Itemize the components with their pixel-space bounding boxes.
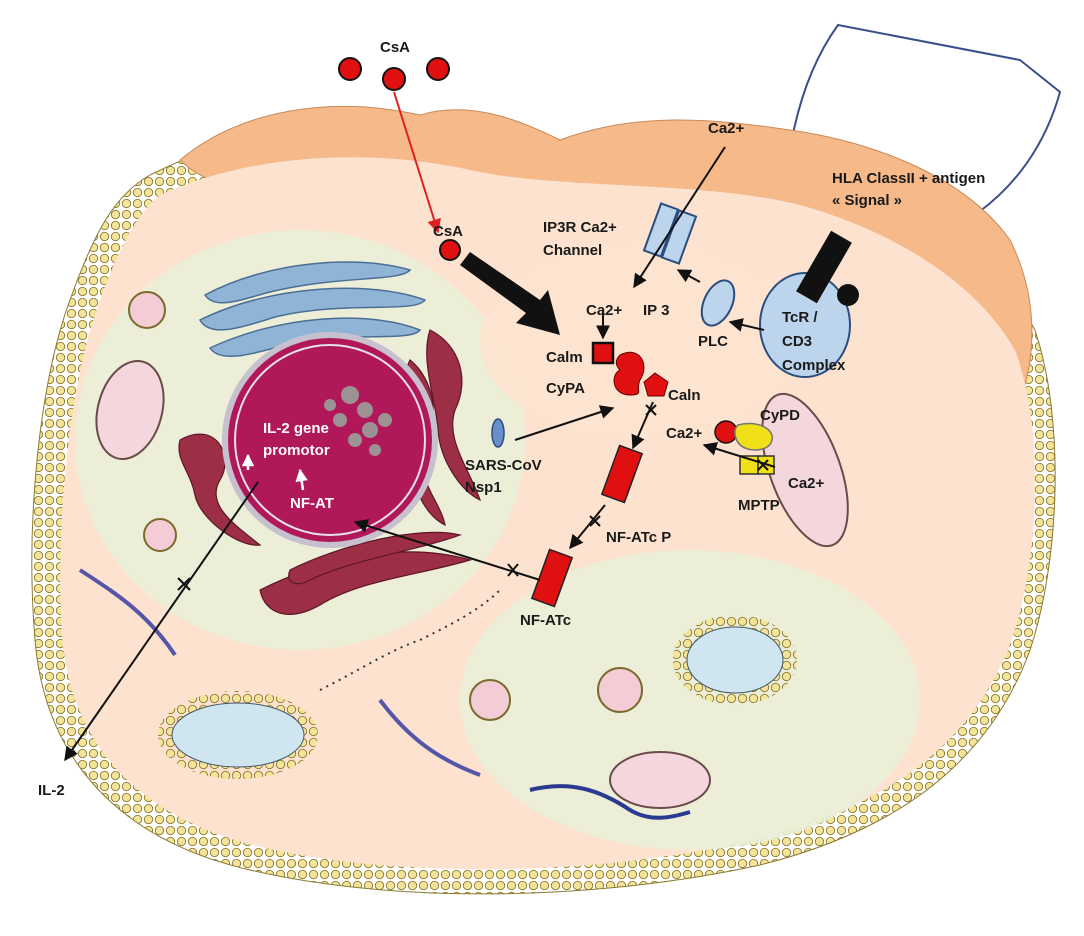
label-hla-line1: HLA ClassII + antigen	[832, 170, 985, 187]
label-csa-top: CsA	[380, 39, 410, 56]
label-il2-line1: IL-2 gene	[263, 420, 329, 437]
cytoplasm-zone-top	[480, 240, 800, 440]
label-tcr-line1: TcR /	[782, 309, 818, 326]
mitochondria	[95, 359, 849, 809]
sars-cov-nsp1-shape	[491, 418, 505, 448]
label-il2-out: IL-2	[38, 782, 65, 799]
label-il2-line2: promotor	[263, 442, 330, 459]
plc-enzyme	[700, 279, 736, 327]
vesicles	[128, 291, 643, 721]
tcr-cd3-complex	[759, 230, 859, 378]
cytoskeleton	[78, 568, 691, 820]
inhibition-marks	[177, 404, 769, 591]
label-nfat-nucleus: NF-AT	[290, 495, 334, 512]
label-ip3r-line1: IP3R Ca2+	[543, 219, 617, 236]
vacuoles	[158, 615, 797, 779]
label-plc: PLC	[698, 333, 728, 350]
nucleus	[222, 332, 438, 548]
mito-ca-dot	[714, 420, 738, 444]
signaling-arrows	[64, 91, 776, 762]
label-mptp: MPTP	[738, 497, 780, 514]
label-cypa: CyPA	[546, 380, 585, 397]
csa-molecule-1	[338, 57, 362, 81]
label-ca-mito: Ca2+	[666, 425, 703, 442]
csa-molecule-3	[426, 57, 450, 81]
csa-molecule-inside	[439, 239, 461, 261]
cypa-shape	[613, 352, 645, 396]
label-ca-mito2: Ca2+	[788, 475, 825, 492]
label-sars-line1: SARS-CoV	[465, 457, 542, 474]
label-hla-line2: « Signal »	[832, 192, 902, 209]
label-caln: Caln	[668, 387, 701, 404]
csa-molecule-2	[382, 67, 406, 91]
cytoplasm-zone-right	[460, 550, 920, 850]
nfat-up-arrow	[295, 468, 308, 491]
nfatc-p-bar	[600, 444, 644, 504]
label-calm: Calm	[546, 349, 583, 366]
label-csa-inside: CsA	[433, 223, 463, 240]
ip3r-channel	[642, 202, 698, 265]
label-tcr-line3: Complex	[782, 357, 846, 374]
label-ip3r-line2: Channel	[543, 242, 602, 259]
cypd-shape	[734, 422, 773, 451]
chromatin	[324, 386, 392, 456]
label-nfatc-p: NF-ATc P	[606, 529, 671, 546]
csa-to-cypa-arrow	[460, 252, 560, 335]
label-ca-top: Ca2+	[708, 120, 745, 137]
csa-molecules	[338, 57, 461, 261]
label-ip3: IP 3	[643, 302, 669, 319]
label-cypd: CyPD	[760, 407, 800, 424]
label-ca-ip3: Ca2+	[586, 302, 623, 319]
calmodulin-box	[591, 341, 615, 365]
dotted-filament	[319, 589, 501, 691]
nfatc-bar	[530, 548, 574, 608]
calcineurin-shape	[643, 372, 669, 397]
label-tcr-line2: CD3	[782, 333, 812, 350]
label-sars-line2: Nsp1	[465, 479, 502, 496]
label-nfatc: NF-ATc	[520, 612, 571, 629]
